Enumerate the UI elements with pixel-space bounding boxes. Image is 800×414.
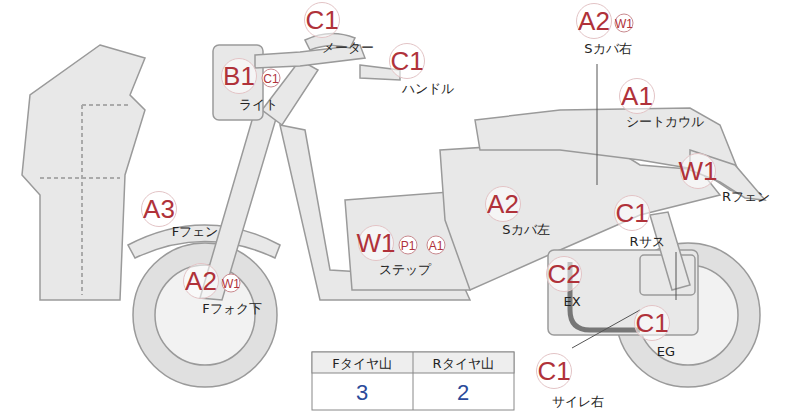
callout-code-small: P1 [399,236,418,255]
part-name: ライト [239,98,278,111]
callout-code-small: A1 [427,236,446,255]
callout-code: C2 [546,256,582,292]
part-name: ステップ [379,263,431,276]
part-name: EX [563,295,580,308]
table-header: Fタイヤ山 [332,357,391,370]
table-value: 3 [356,382,368,404]
part-name: シートカウル [626,115,704,128]
callout-code: A3 [141,191,177,227]
part-name: Sカバ左 [502,223,549,236]
part-name: サイレ右 [552,395,604,408]
callout-code: C1 [614,195,650,231]
callout-code: A1 [619,78,655,114]
callout-code: A2 [576,3,612,39]
callout-code: C1 [536,353,572,389]
table-header: Rタイヤ山 [432,357,493,370]
callout-code: A2 [485,186,521,222]
callout-code: C1 [389,43,425,79]
part-name: ハンドル [402,82,454,95]
part-name: メーター [322,41,374,54]
callout-code: C1 [634,305,670,341]
callout-code-small: C1 [262,69,281,88]
part-name: EG [657,345,675,358]
part-name: Fフォク下 [202,302,261,315]
callout-code: B1 [221,58,257,94]
callout-code-small: W1 [615,14,634,33]
part-name: Rフェン [722,190,770,203]
callout-code: A2 [183,263,219,299]
callout-code-small: W1 [222,274,241,293]
part-name: Sカバ右 [584,42,631,55]
part-name: Fフェン [172,225,218,238]
callout-code: W1 [680,153,716,189]
callout-code: W1 [358,225,394,261]
callout-code: C1 [304,2,340,38]
table-value: 2 [457,382,469,404]
part-name: Rサス [629,235,664,248]
